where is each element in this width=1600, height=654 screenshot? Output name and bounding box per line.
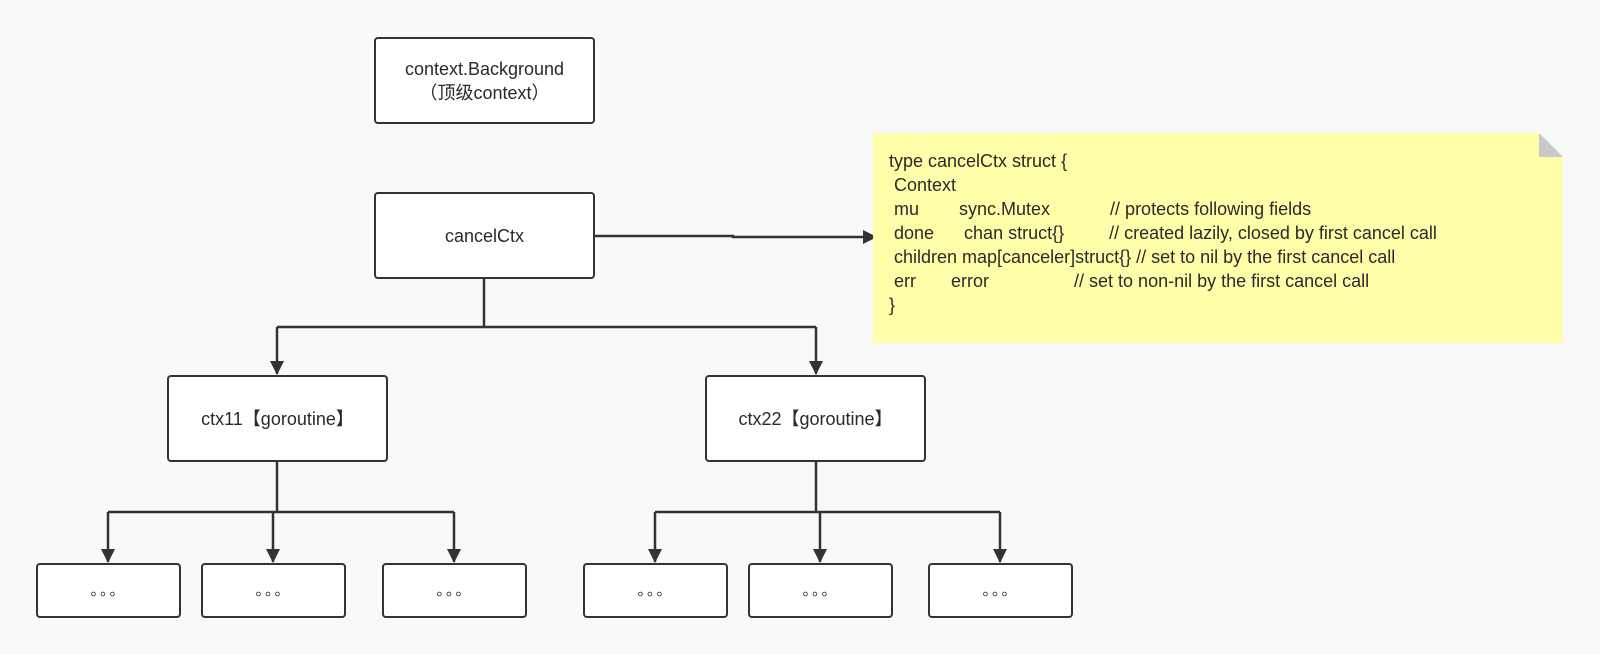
note-line-3: mu sync.Mutex // protects following fiel… bbox=[889, 199, 1312, 219]
node-cancelctx[interactable]: cancelCtx bbox=[374, 192, 595, 279]
note-cancelctx-struct[interactable]: type cancelCtx struct { Context mu sync.… bbox=[873, 133, 1563, 343]
note-line-1: type cancelCtx struct { bbox=[889, 151, 1068, 171]
node-ctx11[interactable]: ctx11【goroutine】 bbox=[167, 375, 388, 462]
node-context-background[interactable]: context.Background （顶级context） bbox=[374, 37, 595, 124]
node-context-background-title: context.Background bbox=[404, 58, 565, 79]
node-leaf-4[interactable]: 。。。 bbox=[583, 563, 728, 618]
node-leaf-2[interactable]: 。。。 bbox=[201, 563, 346, 618]
note-line-5: children map[canceler]struct{} // set to… bbox=[889, 247, 1396, 267]
node-leaf-6[interactable]: 。。。 bbox=[928, 563, 1073, 618]
node-context-background-subtitle: （顶级context） bbox=[419, 82, 550, 103]
note-line-2: Context bbox=[889, 175, 957, 195]
note-line-4: done chan struct{} // created lazily, cl… bbox=[889, 223, 1437, 243]
note-line-7: } bbox=[889, 295, 896, 315]
leaf-label: 。。。 bbox=[982, 581, 1019, 599]
leaf-label: 。。。 bbox=[90, 581, 127, 599]
note-line-6: err error // set to non-nil by the first… bbox=[889, 271, 1370, 291]
node-leaf-5[interactable]: 。。。 bbox=[748, 563, 893, 618]
node-ctx22[interactable]: ctx22【goroutine】 bbox=[705, 375, 926, 462]
leaf-label: 。。。 bbox=[802, 581, 839, 599]
leaf-label: 。。。 bbox=[637, 581, 674, 599]
node-leaf-1[interactable]: 。。。 bbox=[36, 563, 181, 618]
edge-cancel-to-note bbox=[594, 230, 877, 244]
node-ctx11-label: ctx11【goroutine】 bbox=[201, 408, 354, 429]
node-leaf-3[interactable]: 。。。 bbox=[382, 563, 527, 618]
node-ctx22-label: ctx22【goroutine】 bbox=[738, 408, 893, 429]
leaf-label: 。。。 bbox=[436, 581, 473, 599]
node-cancelctx-label: cancelCtx bbox=[444, 225, 525, 246]
leaf-label: 。。。 bbox=[255, 581, 292, 599]
